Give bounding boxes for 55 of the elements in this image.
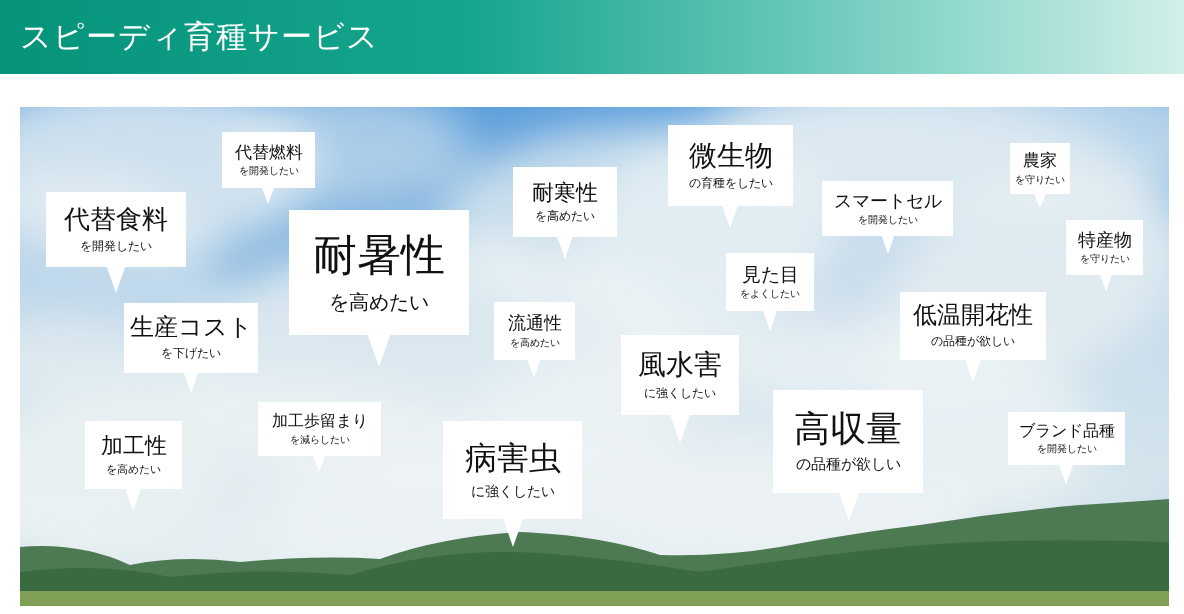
speech-bubble [1008,412,1125,485]
bubble-subtext: を減らしたい [289,432,350,446]
bubble-subtext: に強くしたい [470,482,555,501]
speech-bubble [222,132,315,204]
speech-bubble [443,421,582,547]
bubble-heading: 微生物 [688,139,773,172]
bubble-heading: 風水害 [638,348,722,381]
bubble-subtext: を開発したい [238,164,299,178]
speech-bubble [1010,143,1070,208]
bubble-subtext: をよくしたい [740,287,800,301]
speech-bubble [85,421,182,511]
bubble-heading: 流通性 [507,313,562,334]
speech-bubble [258,402,381,472]
bubble-heading: 代替食料 [64,204,168,235]
bubble-heading: 生産コスト [129,314,253,342]
bubble-heading: 加工歩留まり [271,412,368,431]
bubble-subtext: の品種が欲しい [795,455,901,475]
page-title: スピーディ育種サービス [20,17,379,56]
speech-bubble [46,192,186,293]
bubble-subtext: の育種をしたい [688,175,773,192]
speech-bubble [1066,220,1143,291]
speech-bubble [621,335,739,443]
bubble-heading: 低温開花性 [913,302,1033,330]
bubble-subtext: の品種が欲しい [931,334,1015,350]
bubble-heading: 加工性 [100,433,167,459]
bubble-subtext: に強くしたい [644,385,716,402]
speech-bubble [822,181,953,254]
bubble-heading: 耐寒性 [532,179,598,205]
speech-bubble [513,167,617,259]
bubble-heading: 高収量 [794,408,902,450]
speech-bubble [773,390,923,521]
speech-bubble [668,125,793,228]
bubble-subtext: を守りたい [1015,172,1065,186]
bubble-subtext: を高めたい [106,462,161,477]
bubble-subtext: を下げたい [161,346,221,362]
speech-bubble [494,302,575,378]
bubble-subtext: を開発したい [80,238,152,255]
bubble-heading: 農家 [1023,151,1057,171]
bubble-heading: 特産物 [1077,229,1132,251]
speech-bubble [726,253,814,331]
bubble-heading: 病害虫 [464,439,561,477]
bubble-subtext: を高めたい [329,288,429,315]
bubble-heading: ブランド品種 [1018,421,1115,441]
bubble-heading: 代替燃料 [234,142,303,163]
speech-bubble [900,292,1046,382]
bubble-subtext: を開発したい [1036,442,1097,456]
bubble-subtext: を守りたい [1079,252,1130,266]
bubble-subtext: を高めたい [535,208,595,225]
speech-bubble [289,210,469,367]
bubble-heading: 見た目 [741,263,799,286]
bubble-heading: スマートセル [833,190,942,212]
bubble-subtext: を開発したい [857,213,918,227]
bubble-heading: 耐暑性 [313,230,445,281]
bubble-subtext: を高めたい [509,335,560,349]
speech-bubble [124,303,258,393]
